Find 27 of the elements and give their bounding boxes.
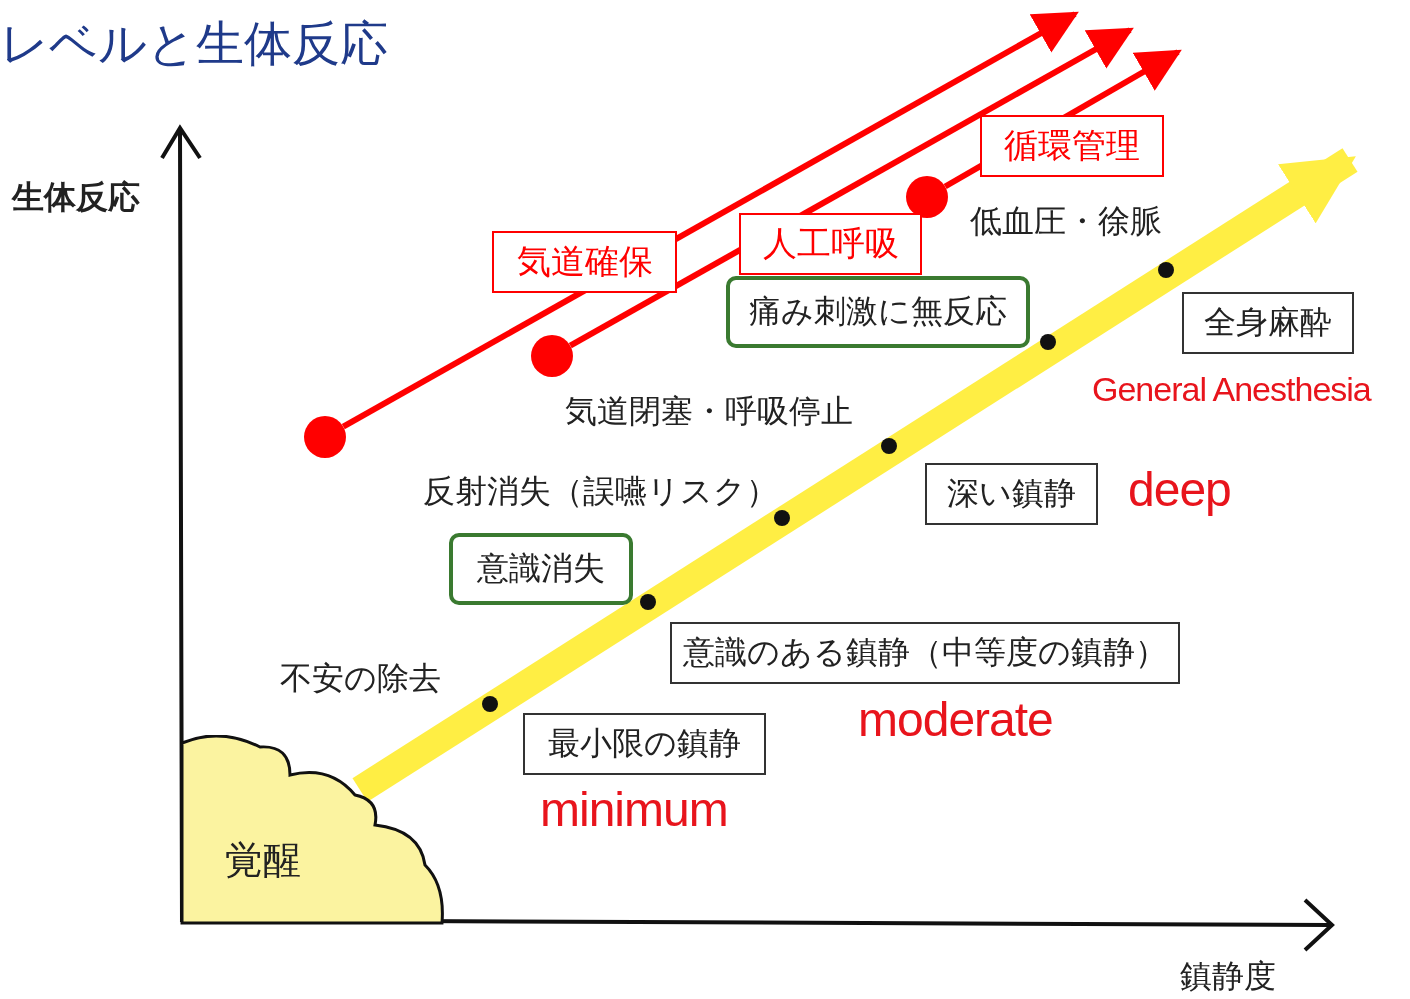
sedation-level-label: deep [1128, 462, 1231, 517]
dot-marker [304, 416, 346, 458]
cloud-shape [180, 735, 445, 925]
axis-label: 生体反応 [12, 177, 140, 218]
label-box: 深い鎮静 [925, 463, 1098, 525]
note-text: 不安の除去 [280, 658, 441, 699]
note-text: 反射消失（誤嚥リスク） [423, 471, 778, 512]
label-box: 人工呼吸 [739, 213, 922, 275]
arrow [568, 27, 1134, 349]
label-box: 最小限の鎮静 [523, 713, 766, 775]
label-box: 循環管理 [980, 115, 1164, 177]
label-box: 意識のある鎮静（中等度の鎮静） [670, 622, 1180, 684]
label-box: 気道確保 [492, 231, 677, 293]
axis-label: 鎮静度 [1180, 956, 1276, 997]
note-text: 低血圧・徐脈 [970, 201, 1162, 242]
sedation-level-label: minimum [540, 782, 728, 837]
sedation-level-label: moderate [858, 692, 1053, 747]
dot-marker [906, 176, 948, 218]
dot-marker [531, 335, 573, 377]
arrow [352, 148, 1358, 802]
note-text: 気道閉塞・呼吸停止 [565, 391, 853, 432]
node-text: 覚醒 [225, 837, 301, 884]
title: レベルと生体反応 [0, 14, 388, 73]
label-box: 痛み刺激に無反応 [726, 276, 1030, 348]
sedation-level-label: General Anesthesia [1092, 370, 1371, 409]
label-box: 全身麻酔 [1182, 292, 1354, 354]
label-box: 意識消失 [449, 533, 633, 605]
